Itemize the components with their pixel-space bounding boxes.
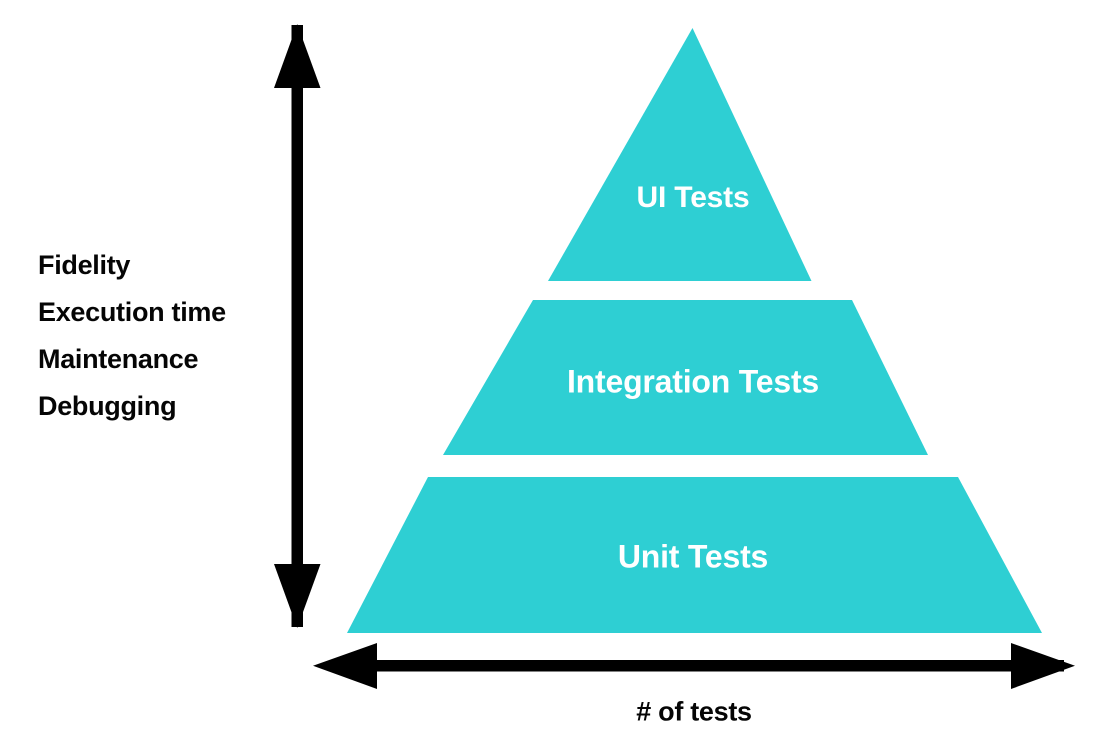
pyramid-label-ui-tests: UI Tests bbox=[636, 181, 750, 214]
y-axis-arrowhead-up-icon bbox=[274, 24, 321, 88]
pyramid-label-unit-tests: Unit Tests bbox=[617, 538, 769, 575]
x-axis-title: # of tests bbox=[636, 696, 752, 727]
y-axis-shaft bbox=[291, 25, 303, 627]
x-axis-arrowhead-right-icon bbox=[1011, 643, 1075, 689]
pyramid-label-integration-tests: Integration Tests bbox=[566, 363, 820, 400]
y-axis-arrow bbox=[274, 24, 321, 628]
x-axis-arrow bbox=[313, 643, 1075, 689]
pyramid-layer-ui-tests[interactable] bbox=[548, 28, 812, 281]
pyramid-layer-unit-tests[interactable] bbox=[347, 477, 1042, 633]
y-axis-label-debugging: Debugging bbox=[38, 391, 177, 421]
y-axis-label-group: Fidelity Execution time Maintenance Debu… bbox=[38, 242, 273, 430]
x-axis-arrowhead-left-icon bbox=[313, 643, 377, 689]
y-axis-label-fidelity: Fidelity bbox=[38, 250, 131, 280]
y-axis-label-maintenance: Maintenance bbox=[38, 344, 199, 374]
x-axis-shaft bbox=[334, 660, 1064, 672]
y-axis-arrowhead-down-icon bbox=[274, 564, 321, 628]
y-axis-label-execution-time: Execution time bbox=[38, 297, 226, 327]
pyramid-layer-integration-tests[interactable] bbox=[443, 300, 928, 455]
